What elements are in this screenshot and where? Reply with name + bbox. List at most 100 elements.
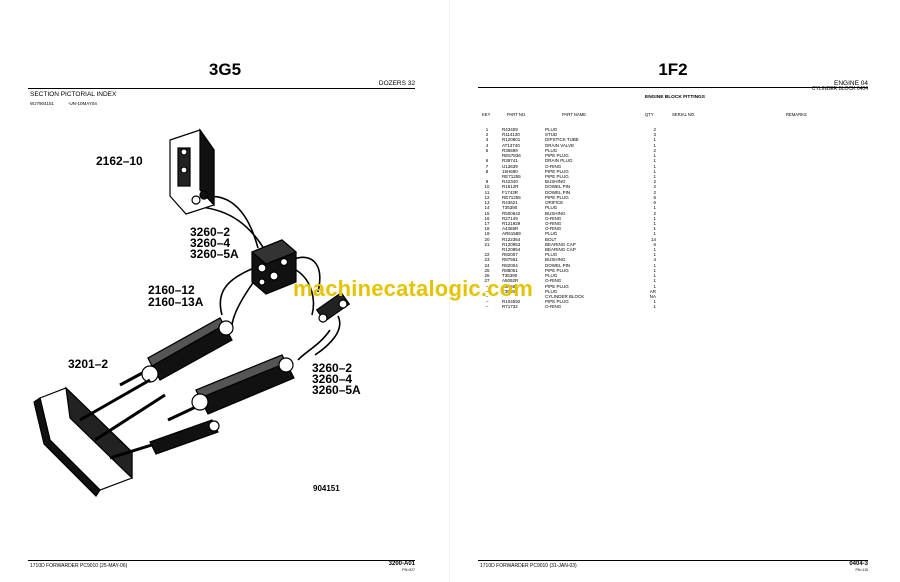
row-key: 11: [484, 189, 490, 195]
row-part-no: R27149: [502, 215, 518, 221]
row-key: 12: [484, 194, 490, 200]
row-part-no: 15H686: [502, 283, 518, 289]
row-key: –: [485, 283, 489, 289]
row-key: 14: [484, 205, 490, 211]
row-part-name: PIPE PLUG: [545, 267, 569, 273]
row-qty: 1: [653, 153, 656, 159]
row-part-no: RE57836: [502, 153, 521, 159]
row-part-name: PLUG: [545, 252, 558, 258]
left-sub-id: WJ7904151: [30, 101, 55, 106]
row-part-name: BEARING CAP: [545, 247, 576, 253]
row-key: –: [485, 294, 489, 299]
row-key: 27: [484, 278, 490, 284]
row-qty: 6: [653, 200, 656, 206]
callout-cylinder-2: 2160–13A: [148, 295, 204, 309]
row-part-no: R71732: [502, 304, 518, 310]
row-key: 20: [484, 236, 490, 242]
row-part-name: PIPE PLUG: [545, 168, 569, 174]
row-qty: 1: [653, 220, 656, 226]
row-key: 17: [484, 220, 490, 226]
row-part-no: U13639: [502, 163, 518, 169]
row-part-no: R104592: [502, 299, 521, 305]
row-part-no: R82007: [502, 252, 518, 258]
row-qty: 1: [653, 163, 656, 169]
row-qty: 1: [653, 205, 656, 211]
row-part-no: T35390: [502, 205, 518, 211]
col-header-part-name: PART NAME: [562, 112, 586, 117]
right-page-code: 1F2: [658, 60, 688, 79]
row-qty: 1: [653, 226, 656, 232]
left-sub-date: -UN-10MAY04: [68, 101, 97, 106]
row-key: 16: [484, 215, 490, 221]
row-part-no: R87561: [502, 257, 518, 263]
row-qty: 1: [653, 158, 656, 164]
lift-cylinder-upper: [119, 317, 234, 387]
callout-valve: 2162–10: [96, 154, 143, 168]
row-qty: 6: [653, 241, 656, 247]
row-key: 6: [485, 158, 489, 164]
row-part-name: BUSHING: [545, 257, 566, 263]
row-part-no: R82004: [502, 262, 518, 268]
row-part-no: RE71255: [502, 194, 521, 200]
row-key: 21: [484, 241, 490, 247]
dozer-blade: [33, 378, 220, 497]
row-key: 7: [485, 163, 489, 169]
left-page-number: 3200-A01: [388, 561, 415, 567]
row-part-no: A4365R: [502, 226, 519, 232]
row-key: 13: [484, 200, 490, 206]
left-page-code: 3G5: [208, 60, 242, 79]
right-footer-rule: [478, 560, 868, 561]
row-part-name: PLUG: [545, 127, 558, 132]
row-key: 8: [485, 168, 489, 174]
row-part-name: PLUG: [545, 147, 558, 153]
callout-fittings-2: 3260–4: [312, 372, 353, 386]
row-key: 3: [485, 137, 489, 143]
row-key: 22: [484, 252, 490, 258]
row-part-name: ORIFICE: [545, 200, 564, 206]
row-part-name: PIPE PLUG: [545, 153, 569, 159]
row-part-name: PLUG: [545, 288, 558, 294]
row-qty: 1: [653, 252, 656, 258]
row-part-name: O-RING: [545, 220, 562, 226]
row-part-no: R39741: [502, 158, 518, 164]
row-part-name: PLUG: [545, 231, 558, 237]
row-part-no: R88051: [502, 267, 518, 273]
callout-block-2: 3260–4: [190, 236, 231, 250]
row-part-name: BOLT: [545, 236, 557, 242]
left-header-rule: [28, 88, 415, 89]
row-part-no: R42340: [502, 179, 518, 185]
row-part-no: AR61589: [502, 231, 521, 237]
row-qty: 2: [653, 179, 656, 185]
parts-table-title: ENGINE BLOCK FITTINGS: [645, 95, 705, 100]
right-section-header: ENGINE 04: [834, 80, 868, 87]
row-qty: 1: [653, 231, 656, 237]
row-qty: 1: [653, 168, 656, 174]
row-qty: 2: [653, 127, 656, 132]
row-part-no: R114130: [502, 132, 520, 138]
row-qty: 2: [653, 184, 656, 190]
row-part-no: R120954: [502, 247, 521, 253]
col-header-key: KEY: [482, 112, 491, 117]
row-key: 5: [485, 147, 489, 153]
row-key: –: [485, 288, 489, 294]
row-part-name: PIPE PLUG: [545, 299, 569, 305]
right-header-rule: [478, 87, 868, 88]
callout-blade: 3201–2: [68, 357, 109, 371]
page-divider: [449, 0, 450, 582]
